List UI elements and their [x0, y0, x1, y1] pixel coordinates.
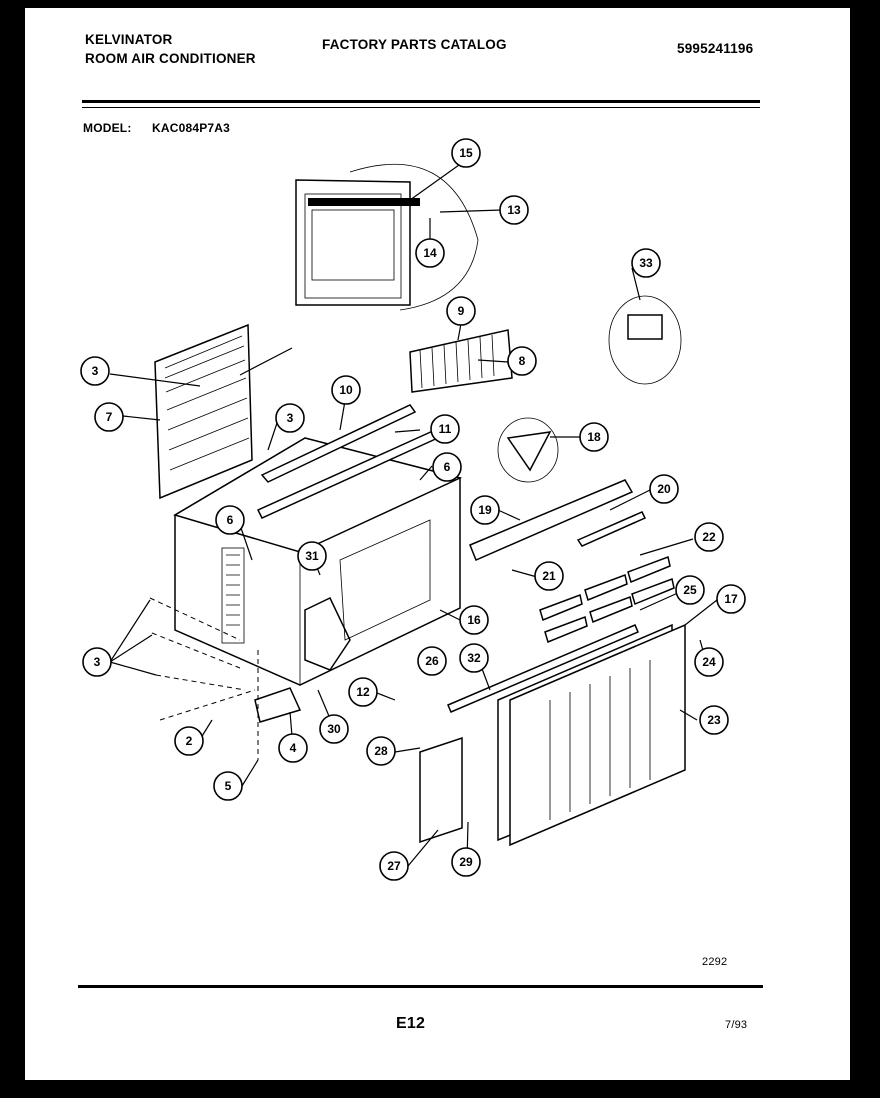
svg-text:3: 3: [94, 655, 101, 669]
svg-text:14: 14: [423, 246, 437, 260]
callout-22: 22: [694, 522, 724, 552]
svg-text:25: 25: [683, 583, 697, 597]
svg-text:31: 31: [305, 549, 319, 563]
callout-10: 10: [331, 375, 361, 405]
catalog-title: FACTORY PARTS CATALOG: [322, 37, 507, 52]
front-panel-inset: [295, 163, 479, 311]
catalog-number: 5995241196: [677, 41, 754, 56]
callout-7: 7: [94, 402, 124, 432]
callout-11: 11: [430, 414, 460, 444]
screw-leaders: [149, 597, 259, 760]
svg-text:5: 5: [225, 779, 232, 793]
callout-2: 2: [174, 726, 204, 756]
callout-14: 14: [415, 238, 445, 268]
front-grille: [447, 623, 686, 847]
svg-text:3: 3: [92, 364, 99, 378]
svg-text:19: 19: [478, 503, 492, 517]
svg-text:15: 15: [459, 146, 473, 160]
callout-31: 31: [297, 541, 327, 571]
callout-30: 30: [319, 714, 349, 744]
svg-text:16: 16: [467, 613, 481, 627]
louver-assembly: [409, 329, 513, 393]
callout-18: 18: [579, 422, 609, 452]
callout-16: 16: [459, 605, 489, 635]
callout-23: 23: [699, 705, 729, 735]
header-rule-thin: [82, 107, 760, 108]
svg-text:10: 10: [339, 383, 353, 397]
svg-text:23: 23: [707, 713, 721, 727]
svg-text:32: 32: [467, 651, 481, 665]
callout-25: 25: [675, 575, 705, 605]
control-inset: [608, 295, 682, 385]
svg-text:22: 22: [702, 530, 716, 544]
callout-5: 5: [213, 771, 243, 801]
revision-date: 7/93: [725, 1019, 748, 1031]
svg-text:26: 26: [425, 654, 439, 668]
svg-text:4: 4: [290, 741, 297, 755]
callout-4: 4: [278, 733, 308, 763]
svg-text:7: 7: [106, 410, 113, 424]
svg-text:27: 27: [387, 859, 401, 873]
svg-text:13: 13: [507, 203, 521, 217]
model-value: KAC084P7A3: [152, 121, 231, 135]
callout-12: 12: [348, 677, 378, 707]
svg-text:2: 2: [186, 734, 193, 748]
callout-6a: 6: [432, 452, 462, 482]
svg-text:3: 3: [287, 411, 294, 425]
callout-20: 20: [649, 474, 679, 504]
callout-26: 26: [417, 646, 447, 676]
svg-text:33: 33: [639, 256, 653, 270]
svg-text:30: 30: [327, 722, 341, 736]
drawing-number: 2292: [702, 956, 728, 968]
callout-28: 28: [366, 736, 396, 766]
svg-text:28: 28: [374, 744, 388, 758]
svg-text:9: 9: [458, 304, 465, 318]
svg-text:11: 11: [439, 422, 452, 436]
callout-29: 29: [451, 847, 481, 877]
svg-text:20: 20: [657, 482, 671, 496]
callout-3b: 3: [275, 403, 305, 433]
svg-text:17: 17: [724, 592, 738, 606]
footer-rule: [78, 985, 763, 988]
svg-text:6: 6: [227, 513, 234, 527]
svg-text:24: 24: [702, 655, 716, 669]
product-name: ROOM AIR CONDITIONER: [85, 51, 256, 66]
callout-33: 33: [631, 248, 661, 278]
base-tray: [254, 687, 302, 723]
svg-text:29: 29: [459, 855, 473, 869]
page-number: E12: [396, 1015, 426, 1032]
leader-lines: [109, 159, 718, 867]
callout-32: 32: [459, 643, 489, 673]
callout-24: 24: [694, 647, 724, 677]
header-rule-thick: [82, 100, 760, 103]
bracket-inset: [497, 417, 559, 483]
callout-17: 17: [716, 584, 746, 614]
louver-blades: [539, 555, 675, 644]
callout-27: 27: [379, 851, 409, 881]
callout-19: 19: [470, 495, 500, 525]
callout-21: 21: [534, 561, 564, 591]
callout-8: 8: [507, 346, 537, 376]
vane-rack: [469, 479, 647, 561]
svg-text:6: 6: [444, 460, 451, 474]
svg-text:18: 18: [587, 430, 601, 444]
side-panel: [154, 323, 253, 500]
svg-text:12: 12: [356, 685, 370, 699]
callout-3c: 3: [82, 647, 112, 677]
callout-13: 13: [499, 195, 529, 225]
brand-name: KELVINATOR: [85, 32, 173, 47]
callout-9a: 9: [446, 296, 476, 326]
callout-3a: 3: [80, 356, 110, 386]
model-label: MODEL:: [83, 121, 132, 135]
callout-15: 15: [451, 138, 481, 168]
callout-6b: 6: [215, 505, 245, 535]
access-panel: [419, 736, 463, 844]
svg-text:8: 8: [519, 354, 526, 368]
svg-text:21: 21: [542, 569, 556, 583]
